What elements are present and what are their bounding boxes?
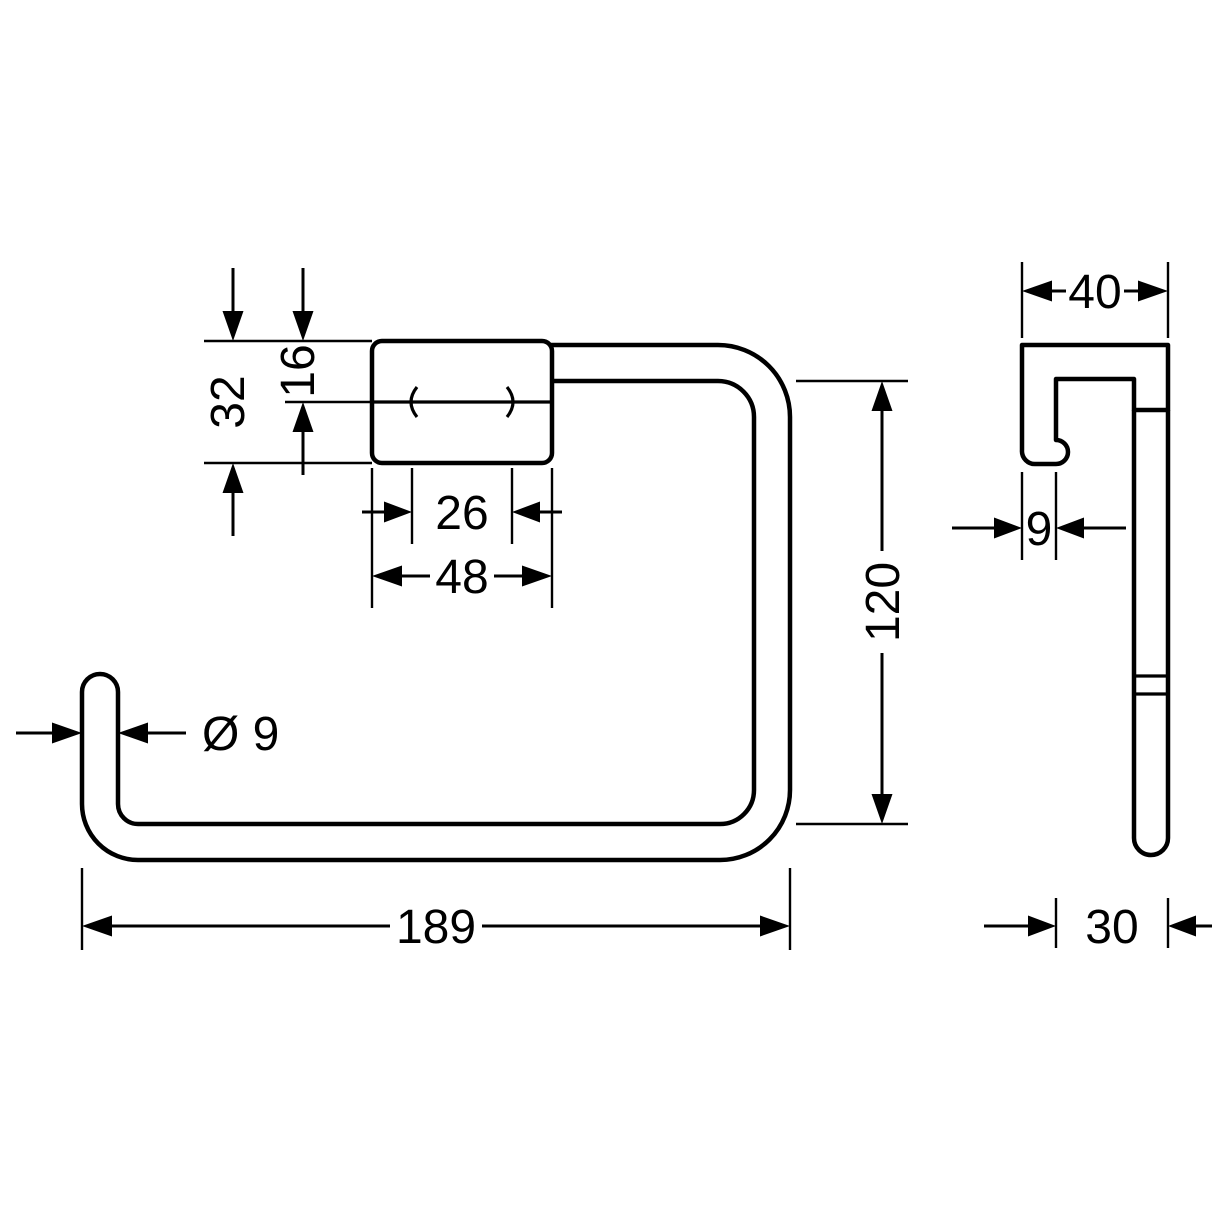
dimension-9-label: 9 — [1026, 503, 1053, 556]
arrowhead-right-icon — [522, 565, 552, 587]
dimension-inner-height: 120 — [796, 379, 910, 826]
dimension-189-label: 189 — [396, 901, 476, 954]
arrowhead-left-icon — [512, 501, 540, 523]
escutcheon-right-arc — [505, 386, 515, 418]
dimension-48-label: 48 — [435, 551, 488, 604]
arrowhead-up-icon — [292, 402, 314, 432]
arrowhead-down-icon — [871, 794, 893, 824]
dimension-hole-spacing: 26 — [362, 468, 562, 544]
dimension-wall-offset: 30 — [984, 898, 1212, 954]
dimension-top-to-axis: 16 — [272, 268, 372, 475]
dimension-block-height: 32 — [202, 268, 372, 536]
dimension-40-label: 40 — [1068, 266, 1121, 319]
front-view: 32 16 26 48 — [16, 268, 910, 954]
dimension-overall-width: 189 — [80, 868, 792, 954]
dimension-block-width: 48 — [370, 468, 554, 608]
arrowhead-down-icon — [292, 311, 314, 341]
arrowhead-right-icon — [384, 501, 412, 523]
dimension-tube-diameter: Ø 9 — [16, 708, 279, 761]
towel-ring-outline — [79, 342, 793, 863]
arrowhead-down-icon — [222, 311, 244, 341]
arrowhead-up-icon — [222, 463, 244, 493]
dimension-16-label: 16 — [272, 344, 325, 397]
escutcheon-left-arc — [409, 386, 419, 418]
arrowhead-left-icon — [1168, 915, 1196, 937]
dimension-120-label: 120 — [857, 562, 910, 642]
dimension-32-label: 32 — [202, 375, 255, 428]
dimension-plate-thickness: 9 — [952, 472, 1126, 560]
arrowhead-left-icon — [118, 722, 148, 744]
wall-plate-profile — [1019, 342, 1171, 467]
dimension-depth: 40 — [1020, 262, 1170, 338]
dimension-diameter-label: Ø 9 — [202, 708, 279, 761]
dimension-26-label: 26 — [435, 487, 488, 540]
arrowhead-right-icon — [760, 915, 790, 937]
arrowhead-left-icon — [82, 915, 112, 937]
side-view: 40 9 30 — [952, 262, 1212, 954]
arrowhead-right-icon — [1028, 915, 1056, 937]
arrowhead-left-icon — [372, 565, 402, 587]
ring-bar-profile — [1131, 410, 1171, 858]
arrowhead-right-icon — [1138, 280, 1168, 302]
arrowhead-right-icon — [52, 722, 82, 744]
arrowhead-up-icon — [871, 381, 893, 411]
arrowhead-left-icon — [1022, 280, 1052, 302]
dimension-30-label: 30 — [1085, 901, 1138, 954]
arrowhead-left-icon — [1056, 517, 1084, 539]
arrowhead-right-icon — [994, 517, 1022, 539]
